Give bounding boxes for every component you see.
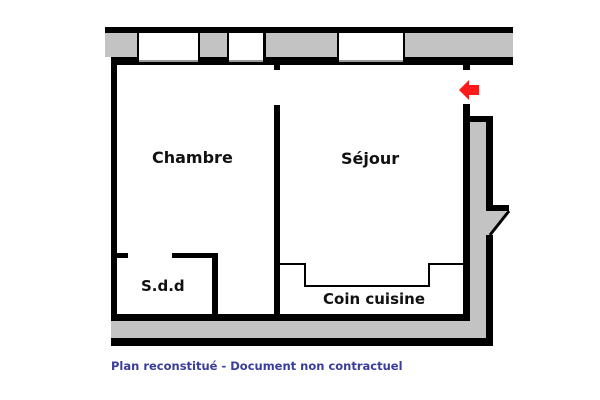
top-wall-outer-line bbox=[105, 27, 513, 33]
room-label-chambre: Chambre bbox=[152, 148, 233, 167]
window-3 bbox=[339, 33, 403, 62]
top-wall-inner-line bbox=[111, 57, 513, 65]
right-wall-inner bbox=[463, 104, 470, 321]
right-wall-top-cap bbox=[463, 116, 493, 122]
right-wall-outer-upper bbox=[486, 122, 493, 213]
top-wall-left-cap bbox=[137, 33, 139, 57]
window-3-jamb-left bbox=[337, 33, 339, 57]
red-arrow-left-icon bbox=[459, 80, 479, 100]
wall-stub-top-middle bbox=[274, 65, 280, 70]
bottom-wall-inner-line bbox=[111, 314, 470, 321]
right-door-swing bbox=[488, 210, 511, 236]
window-1 bbox=[139, 33, 198, 62]
room-label-coin-cuisine: Coin cuisine bbox=[323, 290, 425, 308]
right-wall-fill bbox=[470, 122, 486, 338]
room-label-sejour: Séjour bbox=[341, 149, 400, 168]
window-3-jamb-right bbox=[403, 33, 405, 57]
left-wall bbox=[111, 57, 117, 321]
plan-caption: Plan reconstitué - Document non contract… bbox=[111, 359, 403, 373]
counter-left-top bbox=[280, 263, 305, 265]
sdd-wall-stub-left bbox=[114, 253, 128, 258]
window-2 bbox=[229, 33, 263, 62]
bottom-wall-outer-line bbox=[111, 338, 493, 346]
sdd-wall-right bbox=[212, 253, 218, 315]
partition-wall bbox=[274, 105, 280, 321]
sdd-wall-top bbox=[172, 253, 218, 258]
wall-stub-top-right bbox=[463, 65, 470, 70]
counter-right-rise bbox=[428, 263, 430, 287]
window-2-jamb-left bbox=[227, 33, 229, 57]
bottom-wall-fill bbox=[111, 321, 486, 338]
counter-bottom bbox=[304, 285, 429, 287]
counter-right-top bbox=[428, 263, 463, 265]
window-1-jamb bbox=[198, 33, 200, 57]
counter-left-drop bbox=[304, 263, 306, 287]
room-label-sdd: S.d.d bbox=[141, 277, 185, 295]
window-2-jamb-right bbox=[263, 33, 266, 57]
right-wall-outer-lower bbox=[486, 235, 493, 346]
right-door-stub-top bbox=[486, 205, 509, 211]
